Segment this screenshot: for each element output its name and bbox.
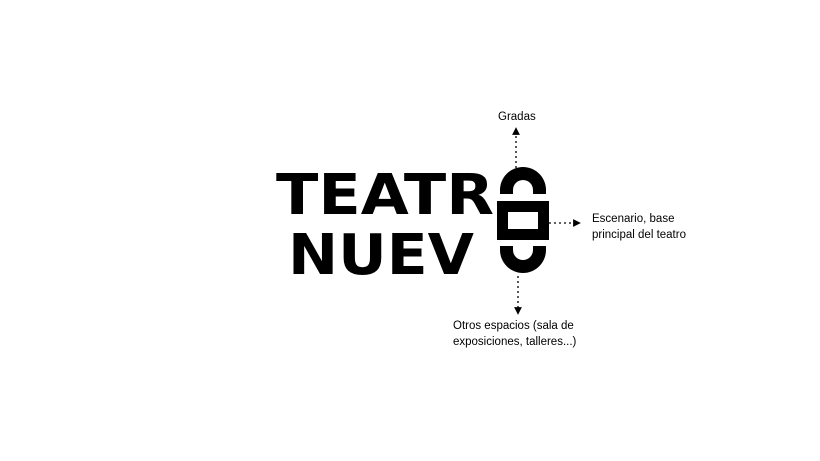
label-otros-espacios: Otros espacios (sala de exposiciones, ta… bbox=[453, 318, 576, 350]
theater-symbol bbox=[497, 167, 549, 273]
logo-line-1: TEATR bbox=[276, 163, 494, 228]
logo-line-2: NUEV bbox=[288, 223, 475, 288]
label-gradas-line-1: Gradas bbox=[498, 111, 536, 123]
stage-rect bbox=[497, 201, 549, 240]
label-escenario-line-2: principal del teatro bbox=[592, 229, 686, 241]
label-gradas: Gradas bbox=[498, 109, 536, 125]
other-spaces-arc bbox=[500, 246, 546, 273]
stands-arc bbox=[500, 167, 546, 194]
label-escenario: Escenario, base principal del teatro bbox=[592, 211, 686, 243]
label-otros-line-1: Otros espacios (sala de bbox=[453, 320, 574, 332]
label-escenario-line-1: Escenario, base bbox=[592, 213, 675, 225]
label-otros-line-2: exposiciones, talleres...) bbox=[453, 336, 577, 348]
